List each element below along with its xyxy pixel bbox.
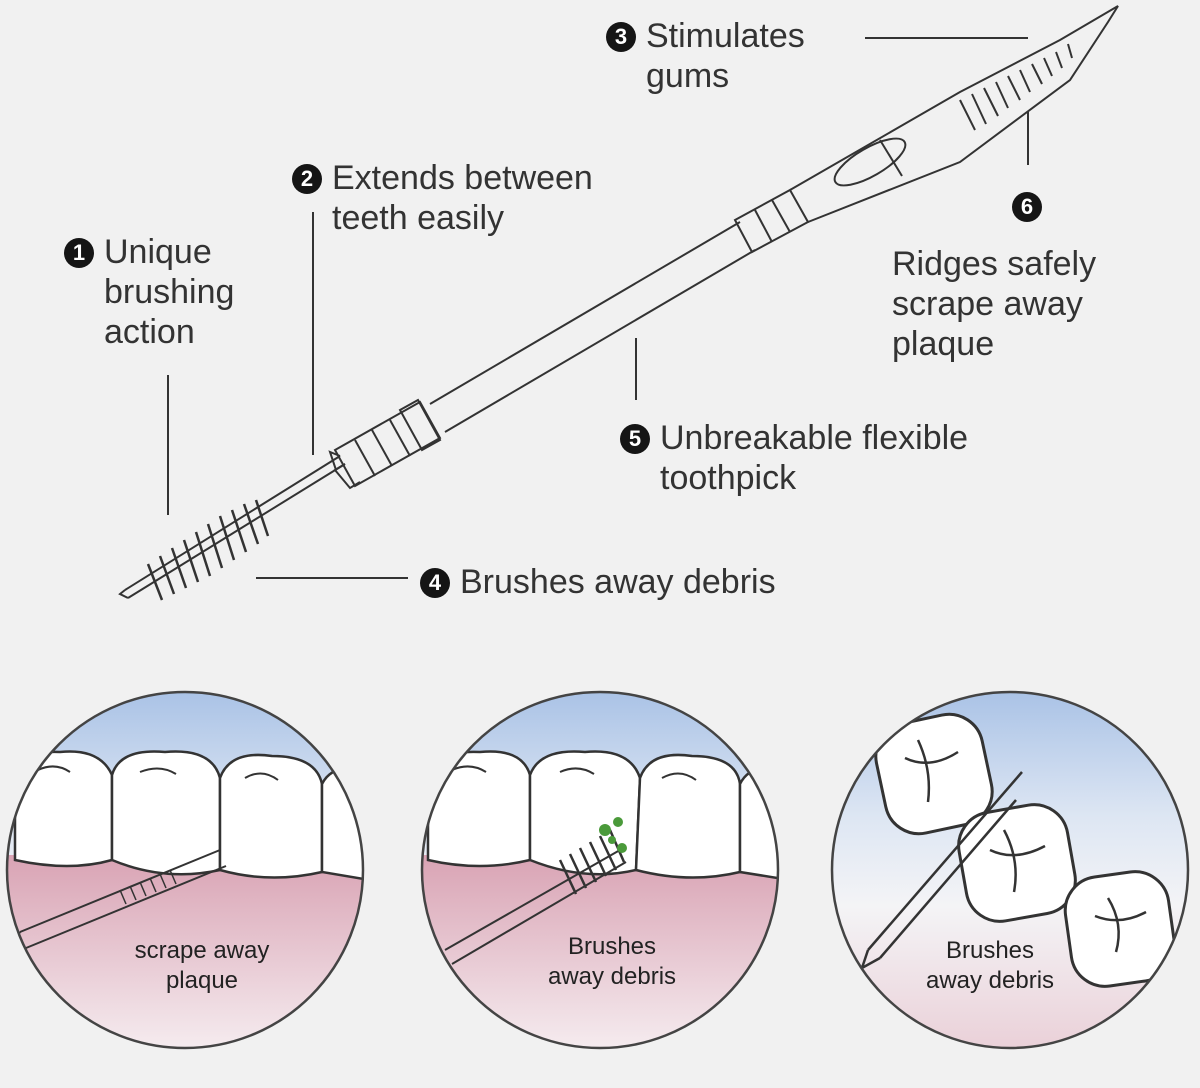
leader-lines — [167, 37, 1029, 579]
panel-brush-debris — [422, 692, 778, 1048]
ridges-icon — [959, 43, 1073, 131]
panel-brush-icon — [558, 829, 626, 895]
number-badge: 6 — [1012, 192, 1042, 222]
panel-3-caption: Brushes away debris — [925, 937, 1055, 994]
callout-2-text: Extends between teeth easily — [332, 159, 593, 237]
callout-4: 4 Brushes away debris — [420, 562, 776, 602]
number-badge: 1 — [64, 238, 94, 268]
callout-5-text: Unbreakable flexible toothpick — [660, 419, 969, 497]
toothpick-illustration — [118, 5, 1119, 601]
callout-2: 2 Extends between teeth easily — [292, 158, 593, 238]
brush-bristles-icon — [146, 499, 270, 601]
callout-6-text: Ridges safely scrape away plaque — [892, 245, 1097, 363]
callout-3: 3 Stimulates gums — [606, 16, 805, 96]
number-badge: 5 — [620, 424, 650, 454]
callout-1-text: Unique brushing action — [104, 233, 235, 351]
number-badge: 4 — [420, 568, 450, 598]
callout-5: 5 Unbreakable flexible toothpick — [620, 418, 968, 498]
callout-3-text: Stimulates gums — [646, 17, 805, 95]
number-badge: 2 — [292, 164, 322, 194]
panel-1-caption: scrape away plaque — [134, 937, 270, 994]
callout-6-body: Ridges safely scrape away plaque — [892, 244, 1096, 364]
panel-2-caption: Brushes away debris — [547, 933, 677, 990]
callout-6: 6 — [1012, 186, 1052, 226]
panel-scrape-plaque — [7, 692, 363, 1048]
callout-1: 1 Unique brushing action — [64, 232, 234, 352]
callout-4-text: Brushes away debris — [460, 563, 776, 601]
panel-top-view — [832, 692, 1188, 1048]
number-badge: 3 — [606, 22, 636, 52]
debris-icon — [599, 817, 627, 853]
